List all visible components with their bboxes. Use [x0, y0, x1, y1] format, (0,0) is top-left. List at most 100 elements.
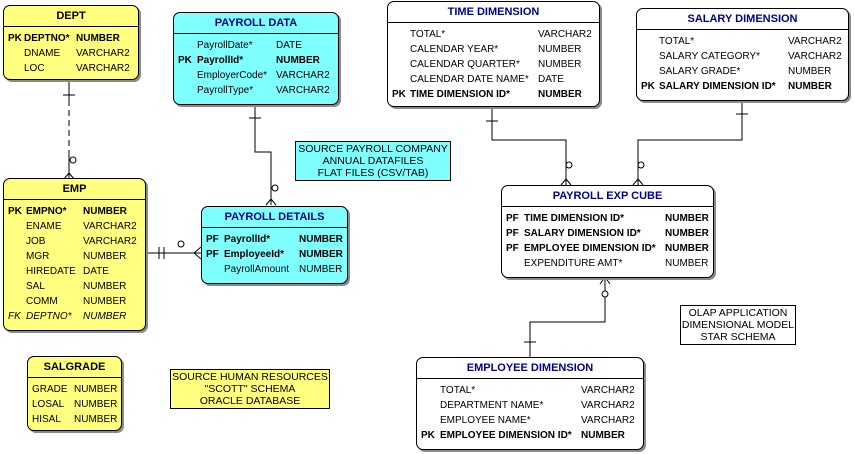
column-name: PayrollId* — [224, 234, 271, 245]
column-name: DNAME — [24, 48, 61, 59]
column-type: NUMBER — [83, 206, 127, 217]
column-type: NUMBER — [538, 44, 582, 55]
column-name: ENAME — [26, 221, 62, 232]
column-row: SALARY CATEGORY*VARCHAR2 — [637, 49, 848, 64]
entity-payroll-details-title: PAYROLL DETAILS — [202, 207, 347, 228]
column-type: NUMBER — [83, 296, 127, 307]
note-line: OLAP APPLICATION — [688, 307, 788, 319]
column-row: TOTAL*VARCHAR2 — [417, 383, 643, 398]
column-name: EMPLOYEE NAME* — [440, 415, 531, 426]
entity-employee-dimension[interactable]: EMPLOYEE DIMENSION TOTAL*VARCHAR2 DEPART… — [416, 357, 644, 450]
column-type: NUMBER — [665, 213, 709, 224]
entity-salary-dimension[interactable]: SALARY DIMENSION TOTAL* VARCHAR2 SALARY C… — [636, 8, 849, 101]
rel-emp-payroll-details — [145, 240, 202, 260]
column-name: SALARY DIMENSION ID* — [659, 81, 776, 92]
column-row: EXPENDITURE AMT*NUMBER — [502, 256, 713, 271]
column-type: NUMBER — [788, 66, 832, 77]
column-type: NUMBER — [538, 89, 582, 100]
column-type: DATE — [538, 74, 564, 85]
column-name: EmployeeId* — [224, 249, 285, 260]
column-name: PayrollAmount — [224, 264, 290, 275]
column-type: VARCHAR2 — [276, 85, 330, 96]
column-name: TOTAL* — [659, 36, 695, 47]
note-line: ANNUAL DATAFILES — [322, 155, 424, 167]
column-type: NUMBER — [74, 384, 118, 395]
column-type: NUMBER — [76, 33, 120, 44]
column-type: NUMBER — [83, 311, 127, 322]
note-olap: OLAP APPLICATION DIMENSIONAL MODEL STAR … — [680, 305, 796, 345]
column-name: SALARY GRADE* — [659, 66, 741, 77]
column-row: PayrollDate*DATE — [174, 38, 338, 53]
column-type: VARCHAR2 — [788, 51, 842, 62]
key-marker: PF — [506, 243, 519, 254]
key-marker: PK — [178, 55, 192, 66]
column-row: CALENDAR QUARTER*NUMBER — [388, 57, 599, 72]
column-type: NUMBER — [665, 258, 709, 269]
column-type: VARCHAR2 — [581, 415, 635, 426]
entity-employee-dimension-title: EMPLOYEE DIMENSION — [417, 358, 643, 379]
key-marker: PK — [421, 430, 435, 441]
note-line: FLAT FILES (CSV/TAB) — [317, 167, 429, 179]
column-name: MGR — [26, 251, 50, 262]
column-type: VARCHAR2 — [581, 400, 635, 411]
key-marker: PF — [506, 213, 519, 224]
column-type: VARCHAR2 — [76, 48, 130, 59]
column-name: EmployerCode* — [197, 70, 268, 81]
column-type: NUMBER — [665, 228, 709, 239]
column-row: ENAME VARCHAR2 — [4, 219, 145, 234]
note-line: DIMENSIONAL MODEL — [681, 319, 795, 331]
column-name: EMPLOYEE DIMENSION ID* — [524, 243, 656, 254]
column-row: PayrollType*VARCHAR2 — [174, 83, 338, 98]
key-marker: PK — [8, 206, 22, 217]
column-name: GRADE — [32, 384, 68, 395]
column-type: VARCHAR2 — [788, 36, 842, 47]
column-name: EMPLOYEE DIMENSION ID* — [440, 430, 572, 441]
entity-payroll-data-title: PAYROLL DATA — [174, 13, 338, 34]
entity-salary-dimension-title: SALARY DIMENSION — [637, 9, 848, 30]
column-name: SAL — [26, 281, 45, 292]
column-type: DATE — [276, 40, 302, 51]
column-name: HIREDATE — [26, 266, 76, 277]
entity-time-dimension-title: TIME DIMENSION — [388, 2, 599, 23]
column-name: HISAL — [32, 414, 61, 425]
entity-dept-title: DEPT — [4, 6, 138, 27]
key-marker: FK — [8, 311, 21, 322]
key-marker: PF — [206, 234, 219, 245]
column-name: LOSAL — [32, 399, 65, 410]
column-type: NUMBER — [83, 281, 127, 292]
rel-dept-emp — [63, 81, 77, 180]
note-line: SOURCE HUMAN RESOURCES — [172, 371, 328, 383]
rel-payroll-data-payroll-details — [249, 104, 279, 206]
column-type: VARCHAR2 — [76, 63, 130, 74]
column-row: GRADE NUMBER — [28, 382, 121, 397]
column-row: SALARY GRADE* NUMBER — [637, 64, 848, 79]
note-hr-source: SOURCE HUMAN RESOURCES "SCOTT" SCHEMA OR… — [170, 369, 330, 409]
entity-time-dimension[interactable]: TIME DIMENSION TOTAL*VARCHAR2 CALENDAR Y… — [387, 1, 600, 107]
column-name: TIME DIMENSION ID* — [524, 213, 625, 224]
column-name: SALARY DIMENSION ID* — [524, 228, 641, 239]
rel-time-cube — [486, 106, 573, 186]
column-type: VARCHAR2 — [83, 221, 137, 232]
